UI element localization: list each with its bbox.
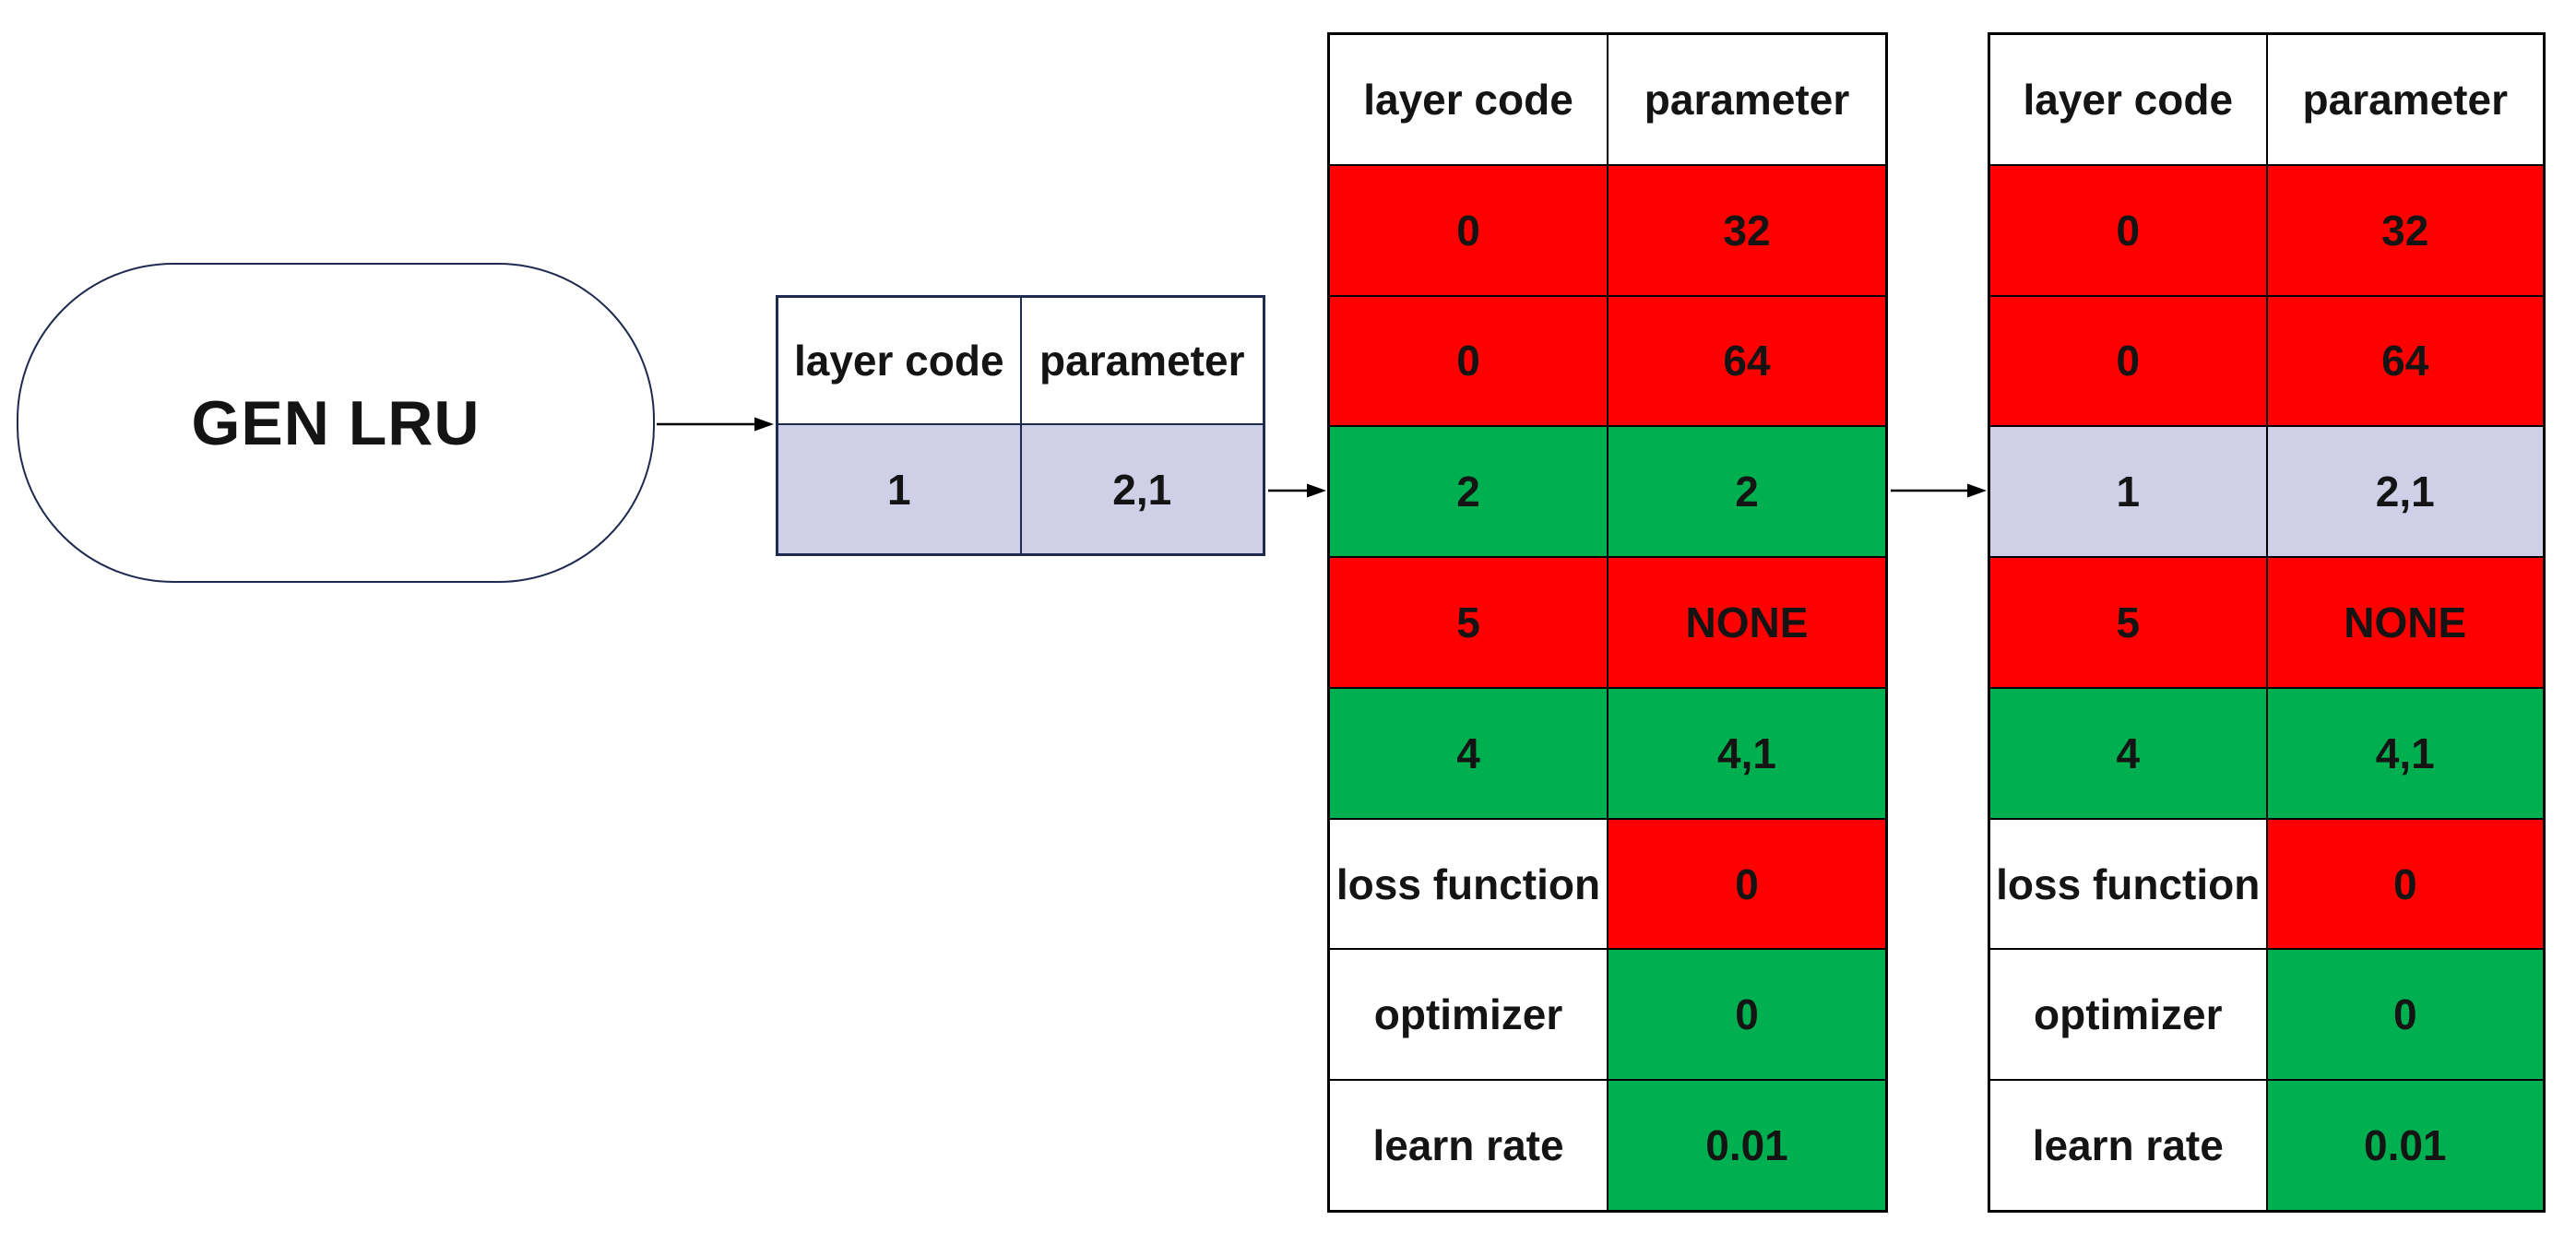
gene-table: layer code parameter 1 2,1 (776, 295, 1265, 556)
gene-table-cell: 2,1 (1021, 425, 1263, 553)
mutated-table-cell: 0 (2267, 819, 2543, 949)
mutated-table-cell: 0 (1990, 165, 2266, 295)
arrow-node-to-gene-table (657, 417, 774, 432)
base-table-cell: optimizer (1330, 950, 1607, 1080)
arrow-gene-to-base-table (1268, 483, 1326, 498)
mutated-table-cell-inserted-gene: 2,1 (2267, 427, 2543, 557)
base-table-cell: 5 (1330, 558, 1607, 687)
base-table-header-layer-code: layer code (1330, 35, 1607, 164)
mutated-table-cell: 0 (1990, 296, 2266, 426)
mutated-network-table: layer code parameter 0 32 0 64 1 2,1 5 N… (1988, 32, 2546, 1213)
mutated-table-cell: learn rate (1990, 1081, 2266, 1210)
gene-table-header-layer-code: layer code (778, 298, 1020, 424)
base-table-cell: 4,1 (1609, 688, 1885, 818)
base-table-cell: loss function (1330, 819, 1607, 949)
mutated-table-cell: 5 (1990, 558, 2266, 687)
mutated-table-cell-inserted-gene: 1 (1990, 427, 2266, 557)
base-network-table: layer code parameter 0 32 0 64 2 2 5 NON… (1327, 32, 1888, 1213)
base-table-cell: 0 (1609, 819, 1885, 949)
gene-table-header-parameter: parameter (1021, 298, 1263, 424)
mutated-table-cell: 0 (2267, 950, 2543, 1080)
mutated-table-cell: NONE (2267, 558, 2543, 687)
base-table-cell: 0 (1330, 296, 1607, 426)
base-table-cell: 32 (1609, 165, 1885, 295)
base-table-cell: 64 (1609, 296, 1885, 426)
gen-lru-label: GEN LRU (191, 387, 481, 458)
base-table-cell: 2 (1330, 427, 1607, 557)
base-table-header-parameter: parameter (1609, 35, 1885, 164)
mutated-table-cell: 4 (1990, 688, 2266, 818)
base-table-cell: 2 (1609, 427, 1885, 557)
base-table-cell: 0 (1609, 950, 1885, 1080)
base-table-cell: 4 (1330, 688, 1607, 818)
base-table-cell: learn rate (1330, 1081, 1607, 1210)
mutated-table-cell: 0.01 (2267, 1081, 2543, 1210)
gen-lru-node: GEN LRU (17, 263, 655, 583)
mutated-table-cell: 64 (2267, 296, 2543, 426)
base-table-cell: 0 (1330, 165, 1607, 295)
base-table-cell: 0.01 (1609, 1081, 1885, 1210)
base-table-cell: NONE (1609, 558, 1885, 687)
mutated-table-header-parameter: parameter (2267, 35, 2543, 164)
mutated-table-header-layer-code: layer code (1990, 35, 2266, 164)
mutated-table-cell: loss function (1990, 819, 2266, 949)
mutated-table-cell: 32 (2267, 165, 2543, 295)
mutated-table-cell: optimizer (1990, 950, 2266, 1080)
mutated-table-cell: 4,1 (2267, 688, 2543, 818)
gene-table-cell: 1 (778, 425, 1020, 553)
arrow-base-to-mutated-table (1891, 483, 1987, 498)
